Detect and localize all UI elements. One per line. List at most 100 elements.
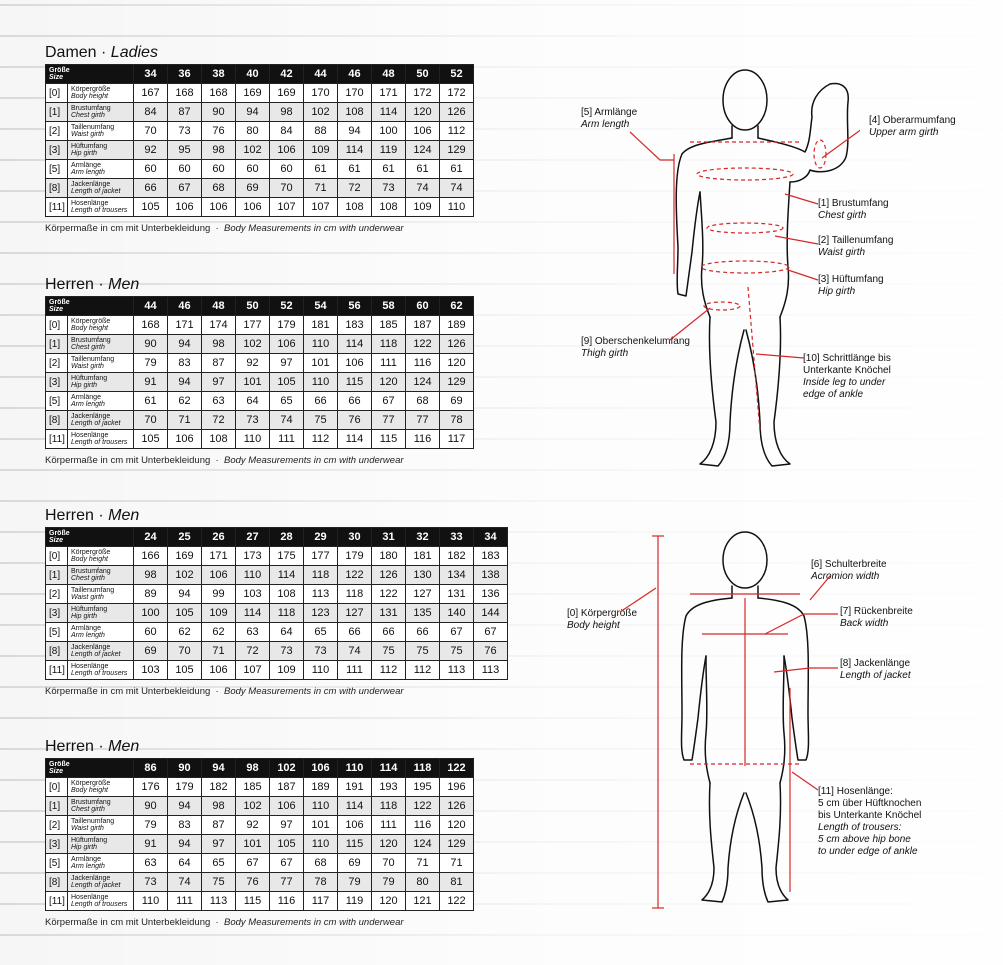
- leader-lines: [629, 129, 860, 359]
- size-header: 44: [303, 64, 338, 84]
- label-trousers-length: [11] Hosenlänge: 5 cm über Hüftknochen b…: [818, 786, 922, 857]
- table-note: Körpermaße in cm mit Unterbekleidung · B…: [45, 917, 404, 928]
- size-header: 48: [371, 64, 406, 84]
- section-title: Herren · Men: [45, 738, 140, 755]
- size-header: 50: [405, 64, 440, 84]
- size-header: 29: [303, 527, 338, 547]
- table-note: Körpermaße in cm mit Unterbekleidung · B…: [45, 686, 404, 697]
- size-header: 44: [133, 296, 168, 316]
- size-header: 42: [269, 64, 304, 84]
- size-header: 32: [405, 527, 440, 547]
- size-header: 34: [133, 64, 168, 84]
- size-header: 27: [235, 527, 270, 547]
- size-header: 102: [269, 758, 304, 778]
- size-header: 56: [337, 296, 372, 316]
- table-note: Körpermaße in cm mit Unterbekleidung · B…: [45, 455, 404, 466]
- body-figure-back-icon: [652, 531, 810, 909]
- size-header: 40: [235, 64, 270, 84]
- size-header: 60: [405, 296, 440, 316]
- size-header: 86: [133, 758, 168, 778]
- size-header: 50: [235, 296, 270, 316]
- size-header: 118: [405, 758, 440, 778]
- size-header: 25: [167, 527, 202, 547]
- section-title: Herren · Men: [45, 276, 140, 293]
- size-header: 114: [371, 758, 406, 778]
- size-header: 58: [371, 296, 406, 316]
- size-header: 24: [133, 527, 168, 547]
- table-note: Körpermaße in cm mit Unterbekleidung · B…: [45, 223, 404, 234]
- size-header: 98: [235, 758, 270, 778]
- size-header: 48: [201, 296, 236, 316]
- size-header: 33: [439, 527, 474, 547]
- size-header: 34: [473, 527, 508, 547]
- size-header: 122: [439, 758, 474, 778]
- size-header: 62: [439, 296, 474, 316]
- leader-lines-2: [619, 575, 838, 791]
- size-header: 110: [337, 758, 372, 778]
- size-header: 46: [337, 64, 372, 84]
- size-header: 26: [201, 527, 236, 547]
- size-header: 31: [371, 527, 406, 547]
- size-header: 52: [439, 64, 474, 84]
- size-header: 36: [167, 64, 202, 84]
- section-title: Herren · Men: [45, 507, 140, 524]
- size-header: 38: [201, 64, 236, 84]
- size-header: 46: [167, 296, 202, 316]
- section-title: Damen · Ladies: [45, 44, 158, 61]
- label-inseam: [10] Schrittlänge bis Unterkante Knöchel…: [803, 353, 891, 400]
- body-figure-front-icon: [673, 69, 849, 467]
- size-header: 54: [303, 296, 338, 316]
- size-header: 52: [269, 296, 304, 316]
- size-header: 28: [269, 527, 304, 547]
